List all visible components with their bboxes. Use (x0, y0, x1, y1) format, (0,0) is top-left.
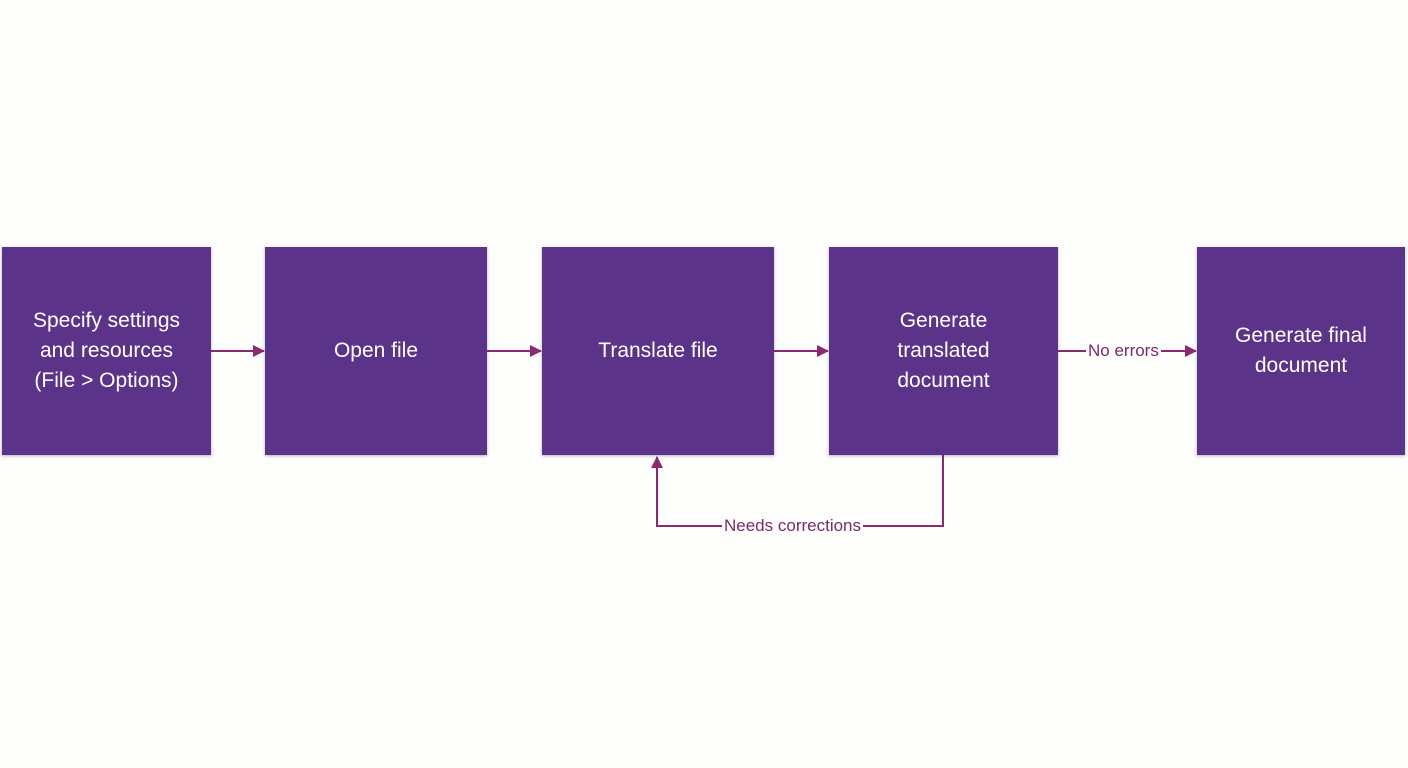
step-specify-settings-label: Specify settings and resources (File > O… (32, 309, 181, 392)
edge-label-needs-corrections: Needs corrections (722, 516, 864, 536)
step-open-file: Open file (265, 247, 487, 455)
step-specify-settings: Specify settings and resources (File > O… (2, 247, 211, 455)
edge-label-no-errors: No errors (1086, 341, 1161, 361)
step-generate-final-document: Generate final document (1197, 247, 1405, 455)
step-open-file-label: Open file (333, 339, 419, 362)
step-generate-translated-document: Generate translated document (829, 247, 1058, 455)
step-translate-file-label: Translate file (598, 339, 718, 362)
step-translate-file: Translate file (542, 247, 774, 455)
step-generate-final-document-label: Generate final document (1235, 324, 1367, 377)
step-generate-translated-document-label: Generate translated document (897, 309, 990, 392)
